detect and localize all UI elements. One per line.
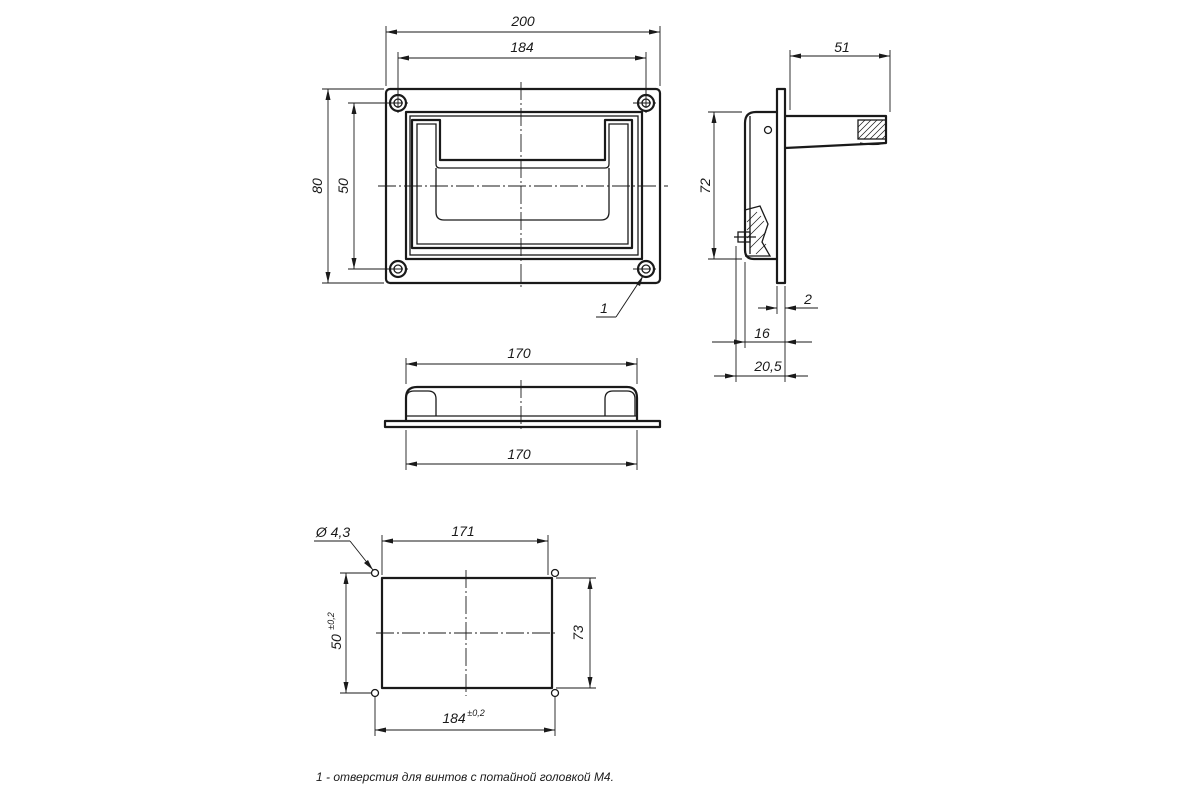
dim-front-height-80: 80 — [309, 88, 384, 284]
dim-label-50-cutout: 50 — [328, 634, 344, 650]
dim-label-20-5: 20,5 — [753, 358, 781, 374]
front-recess-outer — [404, 110, 644, 261]
dim-label-184-cutout: 184 — [442, 710, 466, 726]
front-recess-inner — [409, 115, 639, 256]
dim-tolerance-184: ±0,2 — [467, 708, 484, 718]
dim-label-51: 51 — [834, 39, 850, 55]
side-screw-hole — [763, 125, 773, 135]
dim-front-width-184: 184 — [397, 39, 647, 94]
dim-label-170-lower: 170 — [507, 446, 531, 462]
dim-top-170-upper: 170 — [405, 345, 638, 384]
front-handle-inner — [416, 123, 629, 245]
callout-holes: 1 — [596, 275, 644, 318]
dim-label-hole-diameter: Ø 4,3 — [315, 524, 350, 540]
dim-side-2: 2 — [758, 286, 818, 314]
side-view: 51 72 2 16 — [697, 39, 891, 382]
dim-cutout-50: 50 ±0,2 — [326, 572, 372, 694]
front-handle-grip — [435, 168, 610, 221]
side-recess-body — [743, 110, 777, 261]
top-view: 170 170 — [383, 345, 662, 470]
side-handle-hatch — [857, 119, 887, 140]
dim-tolerance-50: ±0,2 — [326, 612, 336, 629]
dim-label-200: 200 — [510, 13, 535, 29]
dim-label-72: 72 — [697, 178, 713, 194]
dim-top-170-lower: 170 — [405, 430, 638, 470]
dim-cutout-171: 171 — [381, 523, 549, 575]
dim-label-16: 16 — [754, 325, 770, 341]
front-view: 200 184 80 50 — [309, 13, 668, 318]
cutout-view: Ø 4,3 171 73 50 — [314, 523, 596, 736]
dim-cutout-hole-diameter: Ø 4,3 — [314, 524, 374, 571]
dim-front-height-50: 50 — [335, 102, 392, 270]
top-body-outline — [404, 385, 639, 421]
dim-side-51: 51 — [789, 39, 891, 112]
dim-cutout-73: 73 — [556, 577, 596, 689]
dim-label-184: 184 — [510, 39, 534, 55]
dim-label-50: 50 — [335, 178, 351, 194]
dim-side-20-5: 20,5 — [714, 246, 808, 382]
top-handle-left-end — [405, 390, 437, 416]
callout-label-1: 1 — [600, 300, 608, 316]
side-pivot-detail — [744, 205, 772, 257]
top-handle-right-end — [604, 390, 636, 416]
dim-cutout-184: 184 ±0,2 — [374, 697, 556, 736]
dim-front-width-200: 200 — [385, 13, 661, 86]
front-handle-outline — [410, 118, 634, 250]
dim-label-2: 2 — [803, 291, 812, 307]
dim-label-170-upper: 170 — [507, 345, 531, 361]
drawing-note: 1 - отверстия для винтов с потайной голо… — [316, 770, 614, 784]
dim-label-171: 171 — [451, 523, 474, 539]
dim-label-80: 80 — [309, 178, 325, 194]
top-flange — [383, 419, 662, 429]
dim-side-16: 16 — [712, 262, 812, 348]
dim-label-73: 73 — [570, 625, 586, 641]
side-mounting-plate — [775, 87, 787, 285]
